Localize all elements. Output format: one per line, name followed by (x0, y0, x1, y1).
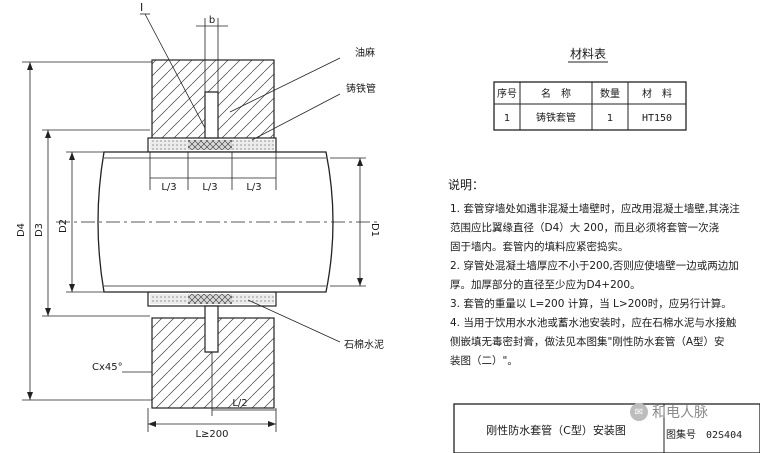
chamfer-label: Cx45° (92, 362, 123, 373)
asbestos-fill-top-left (150, 140, 188, 150)
dimension-ticks (27, 62, 363, 427)
table-cell-material: HT150 (642, 113, 672, 124)
atlas-number: 02S404 (706, 430, 742, 441)
note-line: 2. 穿管处混凝土墙厚应不小于200,否则应使墙壁一边或两边加 (450, 260, 739, 272)
watermark: ✉ 和电人脉 (630, 402, 708, 422)
dim-third-right: L/3 (246, 182, 261, 193)
dim-third-left: L/3 (161, 182, 176, 193)
asbestos-fill-top-right (232, 140, 274, 150)
note-line: 1. 套管穿墙处如遇非混凝土墙壁时，应改用混凝土墙壁,其浇注 (450, 203, 740, 215)
note-line: 范围应比翼缘直径（D4）大 200，而且必须将套管一次浇 (450, 222, 720, 234)
notes-list: 1. 套管穿墙处如遇非混凝土墙壁时，应改用混凝土墙壁,其浇注 范围应比翼缘直径（… (450, 200, 740, 371)
flange-bottom (204, 305, 219, 353)
asbestos-fill-bottom-right (232, 294, 274, 304)
table-cell-qty: 1 (607, 113, 613, 124)
material-table: 材料表 序号 名 称 数量 材 料 1 铸铁套管 1 HT150 (493, 47, 687, 131)
dim-min-length: L≥200 (195, 429, 228, 440)
dim-half-length: L/2 (232, 398, 247, 409)
flange-top (204, 91, 219, 139)
oil-hemp-label: 油麻 (355, 46, 375, 59)
watermark-text: 和电人脉 (652, 405, 708, 421)
table-cell-no: 1 (504, 113, 510, 124)
cast-iron-pipe-label: 铸铁管 (346, 82, 376, 95)
atlas-label: 图集号 (666, 428, 696, 441)
note-line: 固于墙内。套管内的填料应紧密捣实。 (450, 241, 629, 253)
dimension-lines (22, 13, 366, 432)
table-header-material: 材 料 (642, 87, 672, 100)
note-line: 3. 套管的重量以 L=200 计算，当 L>200时，应另行计算。 (450, 298, 732, 310)
note-line: 厚。加厚部分的直径至少应为D4+200。 (450, 279, 641, 291)
drawing-title: 刚性防水套管（C型）安装图 (486, 423, 626, 437)
oil-hemp-top (188, 140, 232, 150)
notes-section: 说明： (448, 176, 484, 195)
table-header-no: 序号 (497, 87, 517, 100)
dim-d4: D4 (16, 223, 27, 237)
table-header-name: 名 称 (541, 87, 571, 100)
dim-b-label: b (209, 15, 215, 26)
asbestos-cement-label: 石棉水泥 (344, 338, 384, 351)
dim-d3: D3 (34, 223, 45, 237)
note-line: 装图（二）"。 (450, 355, 518, 367)
wechat-icon: ✉ (630, 403, 648, 421)
dim-third-mid: L/3 (202, 182, 217, 193)
notes-title: 说明： (448, 178, 485, 192)
note-line: 侧嵌填无毒密封膏，做法见本图集"刚性防水套管（A型）安 (450, 336, 725, 348)
table-cell-name: 铸铁套管 (536, 111, 576, 124)
note-line: 4. 当用于饮用水水池或蓄水池安装时，应在石棉水泥与水接触 (450, 317, 737, 329)
table-header-qty: 数量 (600, 87, 620, 100)
asbestos-fill-bottom-left (150, 294, 188, 304)
cast-iron-pipe (56, 151, 378, 293)
oil-hemp-bottom (188, 294, 232, 304)
detail-mark-label: I (140, 1, 143, 14)
dim-d2: D2 (58, 219, 69, 233)
material-table-title: 材料表 (570, 47, 606, 61)
dim-d1: D1 (369, 223, 380, 237)
title-block: 刚性防水套管（C型）安装图 图集号 02S404 (453, 403, 760, 453)
